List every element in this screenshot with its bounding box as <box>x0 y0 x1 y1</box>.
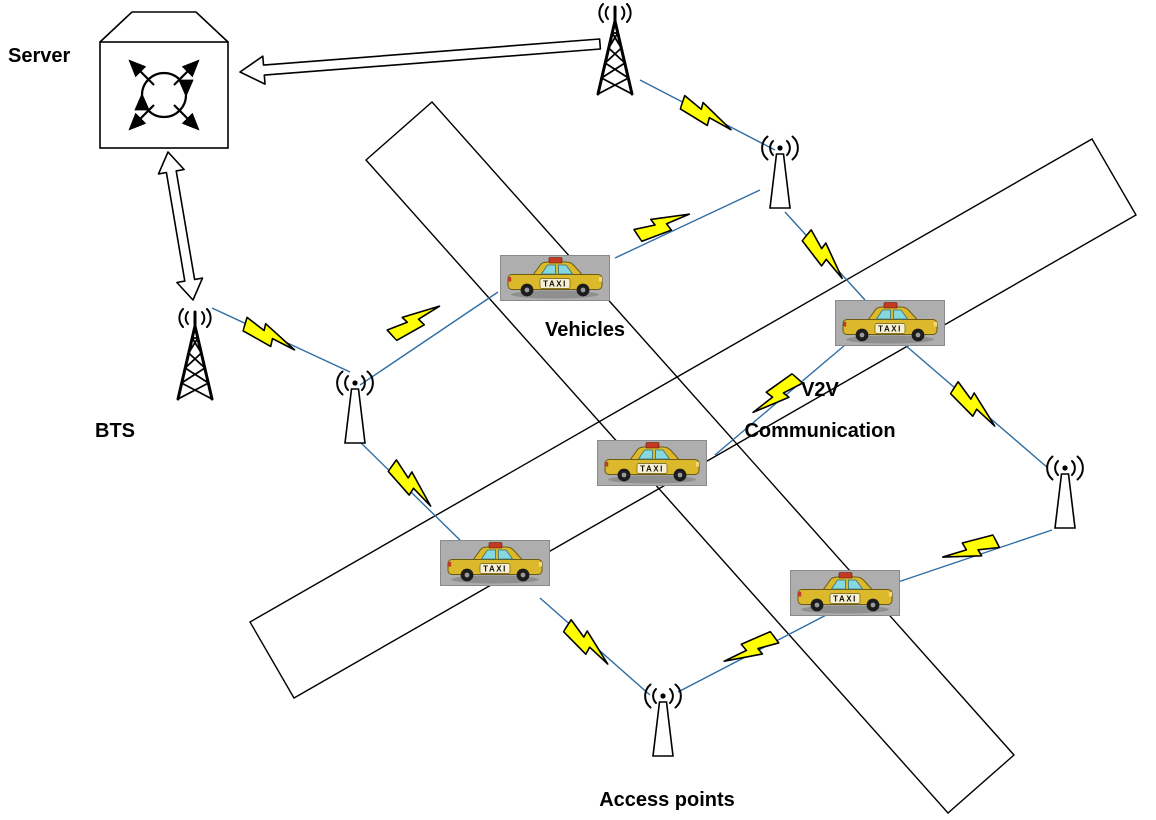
lightning-bolt-icon <box>385 290 442 348</box>
link-line <box>614 189 761 259</box>
antenna-cone-icon-ap3 <box>1046 455 1084 529</box>
taxi-icon-4 <box>440 540 550 586</box>
road-ne-sw <box>249 138 1137 699</box>
server-label: Server <box>8 45 70 67</box>
antenna-cone-icon-ap4 <box>644 683 682 757</box>
antenna-cone-icon-ap1 <box>761 135 799 209</box>
lightning-bolt-icon <box>382 458 443 509</box>
lightning-bolt-icon <box>945 380 1006 429</box>
tower-to-server-arrow-icon <box>239 38 602 85</box>
vehicles-label: Vehicles <box>545 319 625 341</box>
lightning-bolt-icon <box>796 228 856 281</box>
radio-tower-icon-bts <box>176 308 214 401</box>
taxi-icon-3 <box>597 440 707 486</box>
server-node <box>99 11 229 149</box>
taxi-icon-2 <box>835 300 945 346</box>
v2v-label-line2: Communication <box>744 420 895 442</box>
lightning-bolt-icon <box>240 316 301 353</box>
taxi-icon-5 <box>790 570 900 616</box>
lightning-bolt-icon <box>632 196 692 250</box>
road-nw-se <box>365 101 1015 814</box>
server-box-icon <box>99 11 229 43</box>
link-line <box>359 291 499 386</box>
radio-tower-icon-top <box>596 3 634 96</box>
antenna-cone-icon-ap2 <box>336 370 374 444</box>
lightning-bolt-icon <box>722 623 781 679</box>
bts-label: BTS <box>95 420 135 442</box>
server-bts-bidirectional-arrow-icon <box>157 151 204 301</box>
v2v-label-line1: V2V <box>801 379 839 401</box>
lightning-bolt-icon <box>677 94 738 133</box>
server-box-icon <box>99 41 229 149</box>
access-points-label: Access points <box>599 789 735 811</box>
router-arrows-icon <box>128 59 200 131</box>
taxi-icon-1 <box>500 255 610 301</box>
